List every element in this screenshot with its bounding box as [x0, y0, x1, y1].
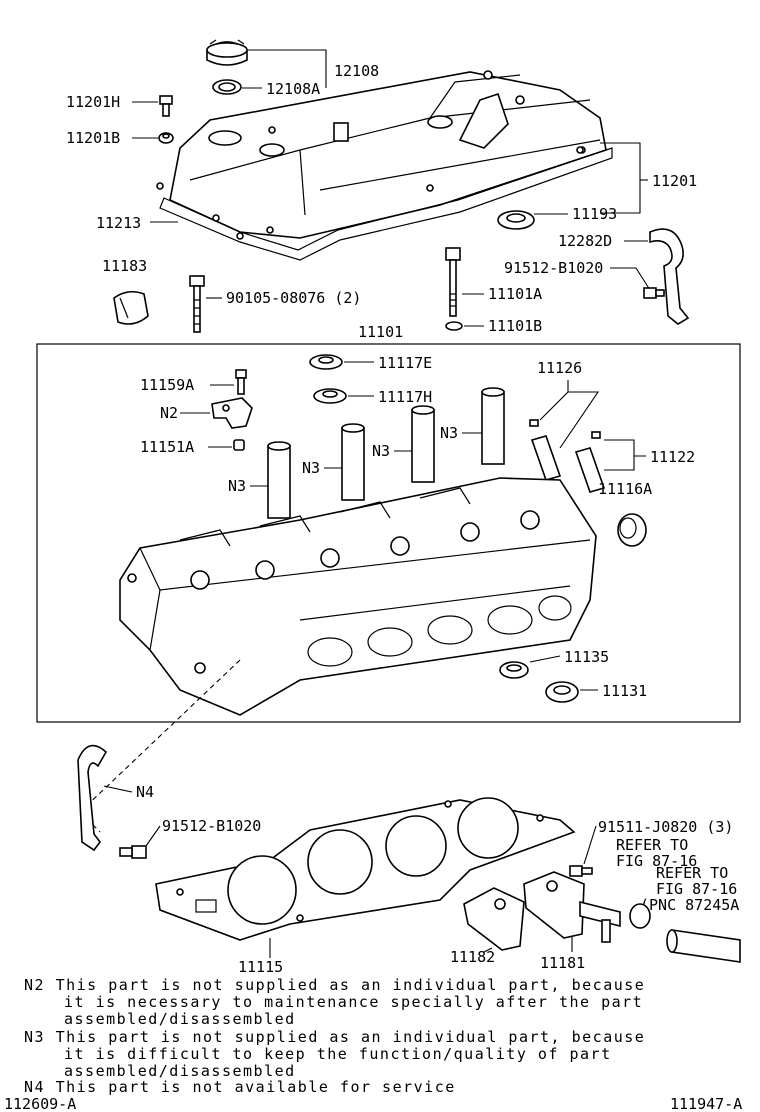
camshaft-plug-11183: [113, 290, 149, 325]
note-n4-line1: N4 This part is not available for servic…: [24, 1078, 456, 1096]
note-n2-line3: assembled/disassembled: [64, 1010, 296, 1028]
label-91512-b1020-bottom: 91512-B1020: [162, 817, 261, 835]
label-n4: N4: [136, 783, 154, 801]
label-12108: 12108: [334, 62, 379, 80]
valve-guide-bush-11126: [529, 419, 562, 481]
plug-11116a: [617, 513, 647, 547]
bolt-11159a: [235, 369, 247, 395]
label-n3-3: N3: [372, 442, 390, 460]
valve-guide-n3-3: [411, 405, 435, 483]
label-11183: 11183: [102, 257, 147, 275]
label-refer-1a: REFER TO: [616, 836, 688, 854]
label-11116a: 11116A: [598, 480, 652, 498]
seal-11193: [497, 210, 535, 230]
water-outlet-gasket-11182: [463, 887, 525, 951]
cylinder-head-assembly-box: [36, 343, 741, 723]
valve-guide-n3-2: [341, 423, 365, 501]
label-11135: 11135: [564, 648, 609, 666]
valve-guide-n3-4: [481, 387, 505, 465]
label-refer-2c: (PNC 87245A: [640, 896, 739, 914]
engine-hanger-bracket-top: [649, 228, 690, 325]
label-n3-4: N3: [440, 424, 458, 442]
bolt-11201h: [159, 95, 173, 117]
label-11213: 11213: [96, 214, 141, 232]
water-outlet-11181: [523, 871, 621, 943]
label-11182: 11182: [450, 948, 495, 966]
label-11122: 11122: [650, 448, 695, 466]
note-n3-line1: N3 This part is not supplied as an indiv…: [24, 1028, 645, 1046]
label-91511: 91511-J0820 (3): [598, 818, 733, 836]
label-11159a: 11159A: [140, 376, 194, 394]
footer-right-code: 111947-A: [670, 1095, 742, 1112]
pin-11151a: [233, 439, 245, 451]
head-cover-gasket: [156, 146, 613, 261]
bolt-91512-bottom: [119, 845, 147, 859]
grommet-11201b: [158, 132, 174, 144]
label-11117h: 11117H: [378, 388, 432, 406]
label-11193: 11193: [572, 205, 617, 223]
label-n3-2: N3: [302, 459, 320, 477]
valve-stem-seal-11117h: [313, 388, 347, 404]
label-91512-b1020-top: 91512-B1020: [504, 259, 603, 277]
cylinder-head-body: [119, 477, 597, 716]
label-11101b: 11101B: [488, 317, 542, 335]
cylinder-head-gasket: [155, 797, 576, 941]
label-11201h: 11201H: [66, 93, 120, 111]
note-n3-line3: assembled/disassembled: [64, 1062, 296, 1080]
bolt-90105: [189, 275, 205, 333]
engine-hanger-n4: [77, 744, 108, 852]
bolt-91512-top: [643, 287, 665, 299]
label-11101a: 11101A: [488, 285, 542, 303]
label-11151a: 11151A: [140, 438, 194, 456]
label-12282d: 12282D: [558, 232, 612, 250]
label-refer-2a: REFER TO: [656, 864, 728, 882]
oil-filler-cap: [206, 39, 248, 66]
plug-11131: [545, 681, 579, 703]
note-n2-line1: N2 This part is not supplied as an indiv…: [24, 976, 645, 994]
label-11131: 11131: [602, 682, 647, 700]
camshaft-bearing-cap-n2: [211, 397, 253, 429]
footer-left-code: 112609-A: [4, 1095, 76, 1112]
head-bolt-11101a: [445, 247, 461, 317]
label-11117e: 11117E: [378, 354, 432, 372]
bolt-91511: [569, 865, 593, 877]
label-11181: 11181: [540, 954, 585, 972]
label-11101: 11101: [358, 323, 403, 341]
note-n2-line2: it is necessary to maintenance specially…: [64, 993, 643, 1011]
valve-guide-bush-11122: [574, 431, 606, 493]
label-11126: 11126: [537, 359, 582, 377]
label-11115: 11115: [238, 958, 283, 976]
label-11201b: 11201B: [66, 129, 120, 147]
valve-guide-n3-1: [267, 441, 291, 519]
hose-clamp: [629, 903, 651, 929]
label-90105: 90105-08076 (2): [226, 289, 361, 307]
note-n3-line2: it is difficult to keep the function/qua…: [64, 1045, 612, 1063]
plug-11135: [499, 661, 529, 679]
cylinder-head-cover: [169, 70, 607, 239]
hose: [666, 929, 741, 963]
label-11201: 11201: [652, 172, 697, 190]
label-12108a: 12108A: [266, 80, 320, 98]
label-refer-1b: FIG 87-16: [616, 852, 697, 870]
valve-stem-seal-11117e: [309, 354, 343, 370]
label-n3-1: N3: [228, 477, 246, 495]
washer-11101b: [445, 321, 463, 331]
label-n2: N2: [160, 404, 178, 422]
label-refer-2b: FIG 87-16: [656, 880, 737, 898]
oil-filler-gasket: [212, 79, 242, 95]
